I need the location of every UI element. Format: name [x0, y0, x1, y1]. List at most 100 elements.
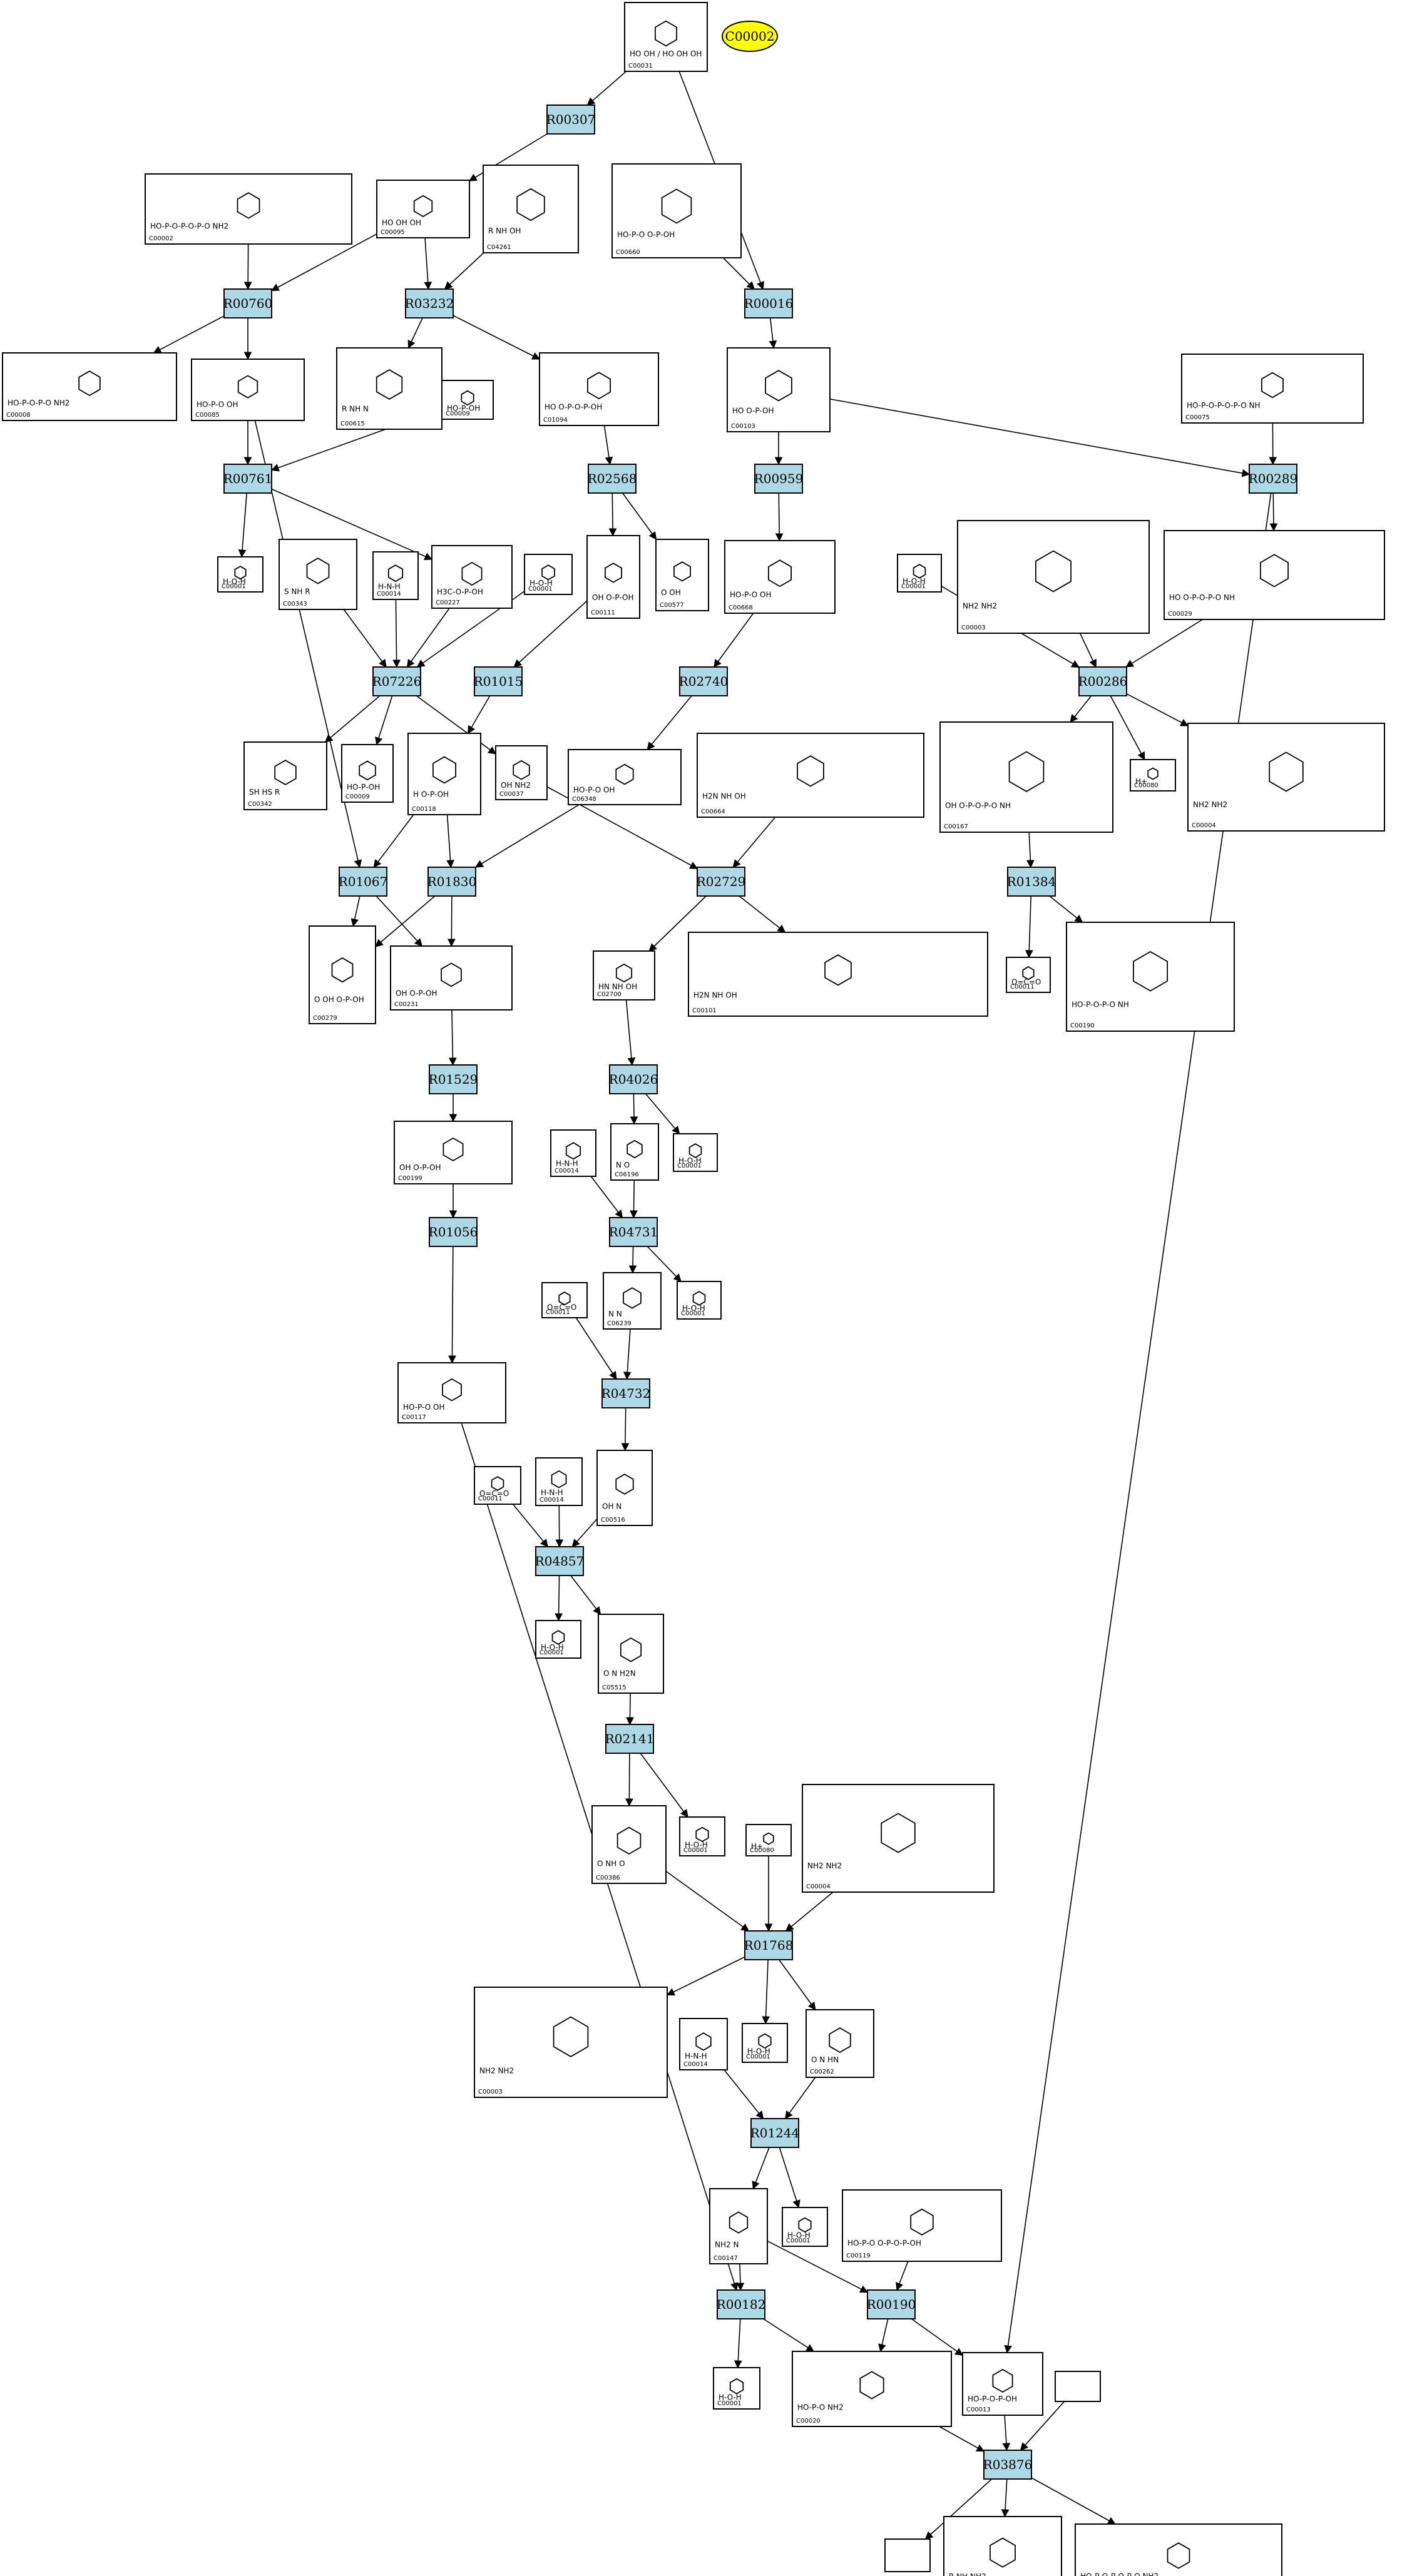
compound-id-label: C00227: [436, 599, 460, 606]
reaction-node[interactable]: R01056: [429, 1217, 478, 1247]
title-node[interactable]: C00002: [722, 21, 778, 52]
compound-node[interactable]: [1055, 2371, 1101, 2402]
reaction-node[interactable]: R00182: [717, 2289, 766, 2319]
reaction-node[interactable]: R03232: [405, 288, 454, 318]
reaction-node[interactable]: R04731: [609, 1217, 658, 1247]
compound-node[interactable]: R NH NH2C02188: [943, 2516, 1062, 2576]
compound-node[interactable]: H+C00080: [1130, 759, 1176, 792]
structure-formula: N N: [608, 1310, 622, 1318]
reaction-node[interactable]: R00016: [744, 288, 794, 318]
reaction-node[interactable]: R02568: [588, 464, 637, 494]
reaction-node[interactable]: R02740: [679, 666, 729, 696]
reaction-node[interactable]: R01015: [474, 666, 523, 696]
reaction-node[interactable]: R01067: [339, 867, 388, 897]
reaction-node[interactable]: R00760: [223, 288, 273, 318]
reaction-node[interactable]: R00761: [223, 464, 273, 494]
reaction-node[interactable]: R07226: [372, 666, 422, 696]
reaction-node[interactable]: R02141: [605, 1724, 655, 1754]
compound-node[interactable]: H+C00080: [745, 1824, 792, 1856]
reaction-node[interactable]: R01384: [1007, 867, 1056, 897]
reaction-node[interactable]: R02729: [697, 867, 746, 897]
reaction-node[interactable]: R00190: [867, 2289, 916, 2319]
reaction-node[interactable]: R04857: [535, 1546, 585, 1576]
reaction-node[interactable]: R00959: [754, 464, 804, 494]
reaction-node[interactable]: R00286: [1078, 666, 1128, 696]
reaction-node[interactable]: R01830: [427, 867, 477, 897]
reaction-node[interactable]: R00307: [546, 104, 596, 135]
reaction-node[interactable]: R01768: [744, 1930, 794, 1960]
reaction-node[interactable]: R01244: [750, 2118, 800, 2148]
reaction-node[interactable]: R04732: [601, 1378, 651, 1408]
compound-node[interactable]: [884, 2538, 931, 2572]
reaction-node[interactable]: R00289: [1249, 464, 1298, 494]
reaction-node[interactable]: R03876: [983, 2450, 1033, 2480]
reaction-node[interactable]: R04026: [609, 1064, 658, 1094]
reaction-node[interactable]: R01529: [429, 1064, 478, 1094]
